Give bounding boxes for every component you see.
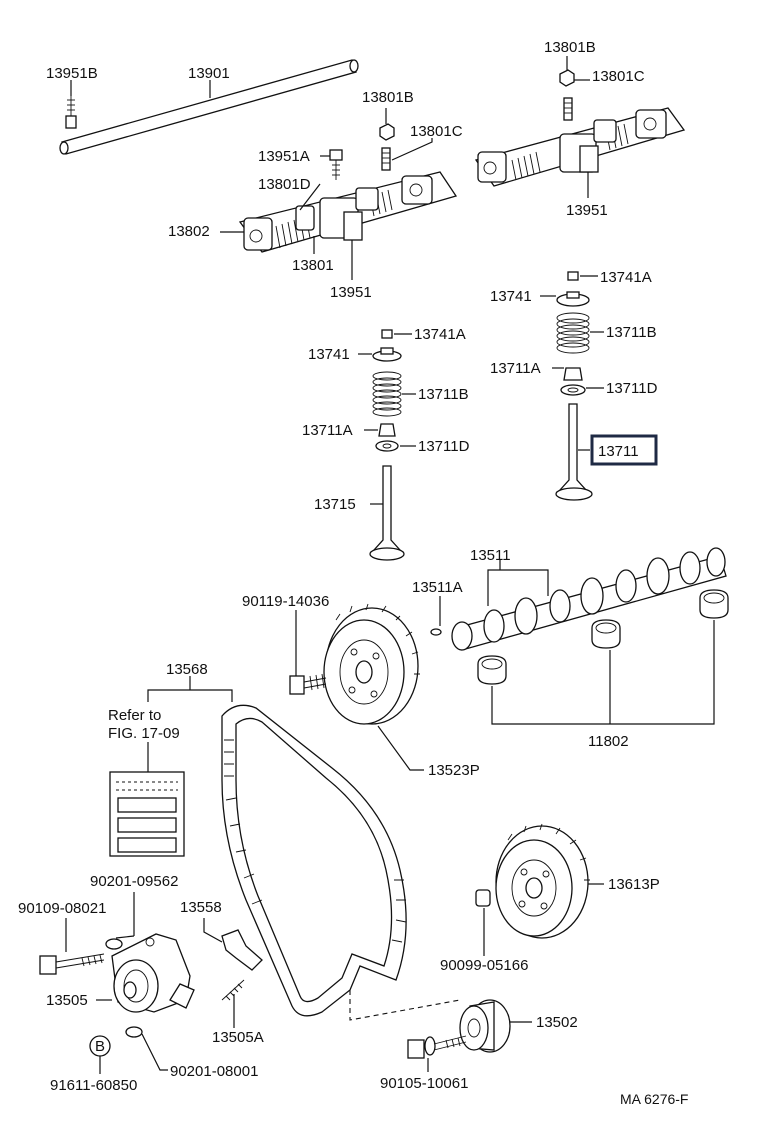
label-90119-14036: 90119-14036 (242, 593, 329, 610)
label-13741a-left: 13741A (414, 326, 466, 343)
label-13951a: 13951A (258, 148, 310, 165)
label-13741a-right: 13741A (600, 269, 652, 286)
label-13801d: 13801D (258, 176, 311, 193)
bolt-b-mark: B (95, 1038, 105, 1055)
label-13801b-left: 13801B (362, 89, 414, 106)
label-13711a-left: 13711A (302, 422, 353, 439)
camshaft-timing-pulley (323, 603, 420, 725)
highlight-box-13711[interactable] (590, 434, 658, 466)
label-13741-right: 13741 (490, 288, 532, 305)
label-13951b: 13951B (46, 65, 98, 82)
label-90201-08001: 90201-08001 (170, 1063, 258, 1080)
timing-belt (221, 704, 407, 1017)
label-90105-10061: 90105-10061 (380, 1075, 468, 1092)
label-13711: 13711 (598, 443, 639, 460)
label-13711d-left: 13711D (418, 438, 470, 455)
tension-spring-13505a (221, 979, 245, 1001)
label-13523p: 13523P (428, 762, 480, 779)
bolt-90109-08021 (39, 953, 105, 975)
rocker-arm-assembly-left (238, 171, 458, 253)
adjust-screw-13801c-right (563, 97, 573, 121)
label-13505: 13505 (46, 992, 88, 1009)
bolt-13951a (329, 149, 343, 180)
tensioner-assembly (111, 933, 195, 1013)
pin-13511a (430, 628, 442, 636)
crankshaft-timing-pulley (495, 823, 590, 939)
label-13511a: 13511A (412, 579, 463, 596)
reference-label-card-icon (109, 771, 185, 857)
label-90099-05166: 90099-05166 (440, 957, 528, 974)
bolt-90119-14036 (289, 673, 327, 695)
label-13711d-right: 13711D (606, 380, 658, 397)
refer-text-line2[interactable]: FIG. 17-09 (108, 725, 180, 742)
tension-bracket-13558 (221, 929, 263, 971)
label-90201-09562: 90201-09562 (90, 873, 178, 890)
washer-90201-08001 (125, 1026, 143, 1038)
label-91611-60850: 91611-60850 (50, 1077, 137, 1094)
label-13901: 13901 (188, 65, 230, 82)
camshaft-bearings (477, 589, 729, 685)
valve-group-right (555, 271, 593, 501)
label-13711a-right: 13711A (490, 360, 541, 377)
label-13715: 13715 (314, 496, 356, 513)
refer-text-line1[interactable]: Refer to (108, 707, 161, 724)
label-11802: 11802 (588, 733, 629, 750)
rocker-shaft (59, 59, 359, 155)
nut-13801b-left (379, 123, 395, 141)
valve-group-left (369, 329, 405, 561)
label-13505a: 13505A (212, 1029, 264, 1046)
camshaft (451, 547, 727, 651)
label-90109-08021: 90109-08021 (18, 900, 106, 917)
rocker-arm-assembly-right (474, 107, 686, 187)
label-13711b-right: 13711B (606, 324, 657, 341)
label-13951-left: 13951 (330, 284, 372, 301)
bolt-90105-10061 (407, 1035, 467, 1059)
washer-90201-09562 (105, 938, 123, 950)
label-13558: 13558 (180, 899, 222, 916)
label-13613p: 13613P (608, 876, 660, 893)
label-13801c-left: 13801C (410, 123, 463, 140)
drawing-code: MA 6276-F (620, 1091, 688, 1107)
adjust-screw-13801c-left (381, 147, 391, 171)
nut-13801b-right (559, 69, 575, 87)
label-13802: 13802 (168, 223, 210, 240)
label-13711b-left: 13711B (418, 386, 469, 403)
label-13511: 13511 (470, 547, 511, 564)
label-13741-left: 13741 (308, 346, 350, 363)
key-90099-05166 (475, 889, 491, 907)
label-13502: 13502 (536, 1014, 578, 1031)
label-13801: 13801 (292, 257, 334, 274)
label-13801c-right: 13801C (592, 68, 645, 85)
label-13951-right: 13951 (566, 202, 608, 219)
label-13568: 13568 (166, 661, 208, 678)
label-13801b-right: 13801B (544, 39, 596, 56)
idler-pulley-13502 (459, 999, 511, 1053)
bolt-13951b (65, 96, 77, 129)
